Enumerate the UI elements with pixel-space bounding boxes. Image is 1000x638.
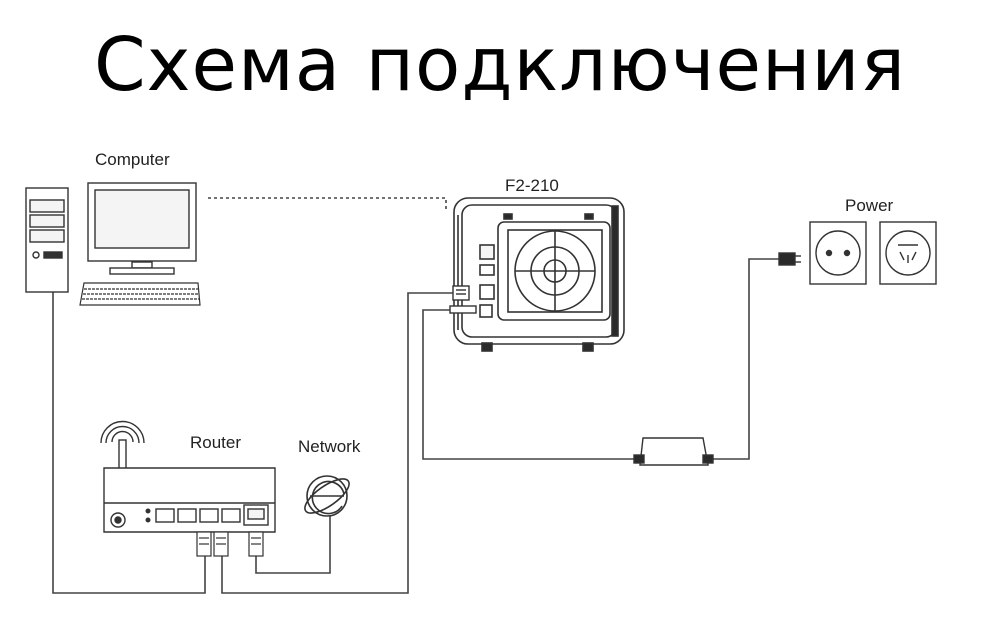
power-adapter-icon [633,437,714,466]
router-cable-plugs [196,531,264,557]
keyboard-icon [79,282,201,306]
power-label: Power [845,196,894,215]
power-outlet-eu-icon [809,221,867,285]
nas-device-icon [453,197,625,352]
computer-label: Computer [95,150,170,169]
cable-router-network [255,516,331,574]
cable-computer-router [52,292,206,594]
device-label: F2-210 [505,176,559,195]
cable-nas-adapter [422,309,640,460]
monitor-icon [87,182,197,275]
power-plug-icon [778,252,801,266]
page-title: Схема подключения [93,22,907,108]
internet-explorer-icon [304,475,350,517]
cables [52,197,780,594]
wireless-link [208,197,447,212]
power-outlet-cn-icon [879,221,937,285]
router-label: Router [190,433,242,452]
computer-tower-icon [25,187,69,293]
router-icon [103,467,276,533]
rj45-connector-icon [449,285,477,314]
cable-adapter-plug [712,258,780,460]
fan-icon [514,230,596,312]
cable-router-nas [221,292,455,594]
network-label: Network [298,437,361,456]
